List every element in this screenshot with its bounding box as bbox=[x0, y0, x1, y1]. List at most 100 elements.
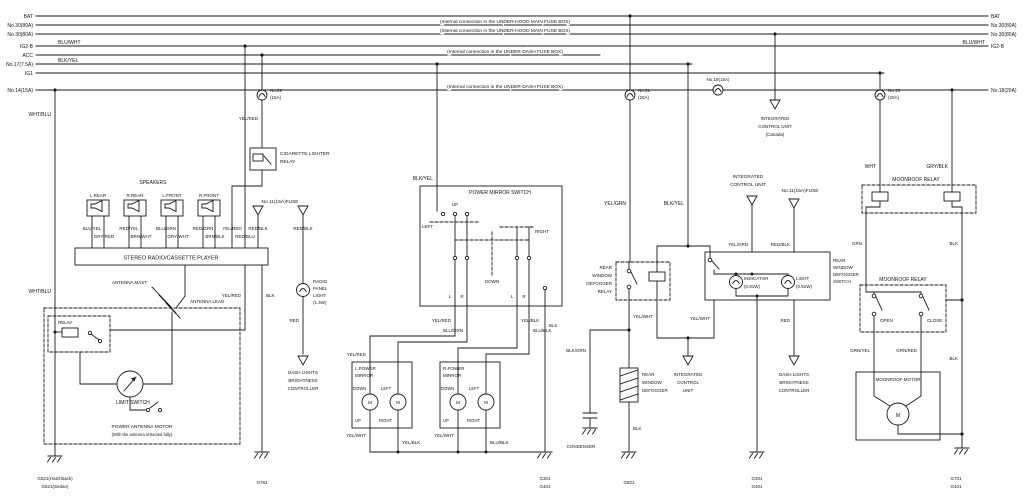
power-antenna-note: (With the antenna retracted fully) bbox=[112, 432, 173, 437]
wire-label-blk-yel-def: BLK/YEL bbox=[664, 201, 685, 207]
fuse-no18-icon bbox=[712, 84, 724, 96]
power-antenna-assembly-box bbox=[43, 307, 241, 445]
switch-left-label: LEFT bbox=[422, 224, 433, 229]
annotation-underhood-1: (Internal connection in the UNDER-HOOD M… bbox=[440, 19, 570, 25]
moonroof-relay1-label: MOONROOF RELAY bbox=[892, 177, 940, 183]
connector-triangle-icon-3 bbox=[746, 195, 758, 206]
wire-label-grn-yel: GRN/YEL bbox=[850, 348, 870, 353]
ground-icon-g301-mirror bbox=[537, 451, 553, 459]
ground-label-g521: G521(Hatchback) bbox=[37, 476, 73, 481]
bus-label-ig2b-right: IG2-B bbox=[991, 44, 1005, 50]
wire-label-blk-yel-bus: BLK/YEL bbox=[58, 58, 79, 64]
annotation-underdash-2: (Internal connection in the UNDER-DASH F… bbox=[447, 84, 563, 90]
annotation-underdash-1: (Internal connection in the UNDER-DASH F… bbox=[447, 49, 563, 55]
defogger-label-2: WINDOW bbox=[642, 380, 662, 385]
fuse-no11-right-label: No.11(15A)FUSE bbox=[782, 188, 819, 194]
l-power-mirror-label-2: MIRROR bbox=[355, 373, 374, 378]
wire-label-blk-mirror: BLK bbox=[549, 323, 558, 328]
defogger-relay-label-1: REAR bbox=[599, 265, 612, 270]
r-mirror-right: RIGHT bbox=[467, 418, 480, 423]
speaker-wires bbox=[91, 215, 216, 249]
connector-triangle-icon-1 bbox=[252, 205, 264, 216]
cigarette-lighter-relay-label-2: RELAY bbox=[280, 159, 296, 165]
bus-label-bat-left: BAT bbox=[24, 14, 33, 20]
icu-mid-label-2: CONTROL bbox=[677, 380, 699, 385]
l-power-mirror-box bbox=[351, 361, 413, 429]
r-mirror-up: UP bbox=[443, 418, 449, 423]
wire-label-yel-red-1: YEL/RED bbox=[239, 116, 259, 121]
speaker-l-rear bbox=[86, 199, 110, 217]
connector-triangle-icon-4 bbox=[788, 198, 800, 209]
speaker-name-l-front: L.FRONT bbox=[162, 193, 182, 198]
light-label: LIGHT bbox=[796, 276, 810, 281]
ground-label-g821: G821 bbox=[623, 480, 635, 485]
wire-label-blk-grn: BLK/GRN bbox=[566, 348, 586, 353]
defogger-switch-section: INTEGRATED CONTROL UNIT (Canada) INTEGRA… bbox=[687, 33, 860, 489]
contact-r2: R bbox=[522, 294, 526, 299]
speaker-name-r-front: R.FRONT bbox=[199, 193, 219, 198]
wire-label-spk2: GRY/RED bbox=[94, 234, 115, 239]
ground-label-g401-3: G401 bbox=[950, 484, 962, 489]
icu-canada-label-1: INTEGRATED bbox=[761, 116, 790, 121]
motor-m-1: M bbox=[368, 400, 372, 405]
wire-label-spk6: GRY/WHT bbox=[167, 234, 188, 239]
fuse-no22-icon bbox=[256, 89, 268, 101]
wire-label-wht-blu-2: WHT/BLU bbox=[29, 289, 52, 295]
fuse-no31-label: No.31 bbox=[638, 88, 651, 93]
bus-labels-left: BAT No.30(80A) No.30(80A) IG2-B ACC No.1… bbox=[6, 14, 80, 94]
ground-label-g761: G761 bbox=[256, 480, 268, 485]
fuse-no31-icon bbox=[624, 89, 636, 101]
antenna-relay-label: RELAY bbox=[58, 320, 72, 325]
stereo-box bbox=[74, 247, 269, 266]
fuse-no15-rating: (20A) bbox=[888, 95, 900, 100]
dlbc1-label-2: BRIGHTNESS bbox=[288, 378, 317, 383]
wire-label-yel-red-2: YEL/RED bbox=[222, 226, 242, 231]
indicator-label: INDICATOR bbox=[744, 276, 769, 281]
l-power-mirror-label-1: L.POWER bbox=[355, 366, 377, 371]
wire-label-yel-wht-m2: YEL/WHT bbox=[434, 433, 454, 438]
ground-label-g301-2: G301 bbox=[751, 476, 763, 481]
power-antenna-motor-label: POWER ANTENNA MOTOR bbox=[112, 424, 173, 430]
r-power-mirror-box bbox=[439, 361, 501, 429]
antenna-relay-box bbox=[47, 315, 111, 353]
dlbc2-label-3: CONTROLLER bbox=[779, 388, 811, 393]
dlbc-triangle-icon-2 bbox=[788, 355, 800, 366]
indicator-bulb-icon bbox=[729, 275, 743, 289]
ground-label-g621: G621(Sedan) bbox=[41, 484, 69, 489]
defogger-switch-box bbox=[704, 251, 831, 301]
wire-label-yel-grn-2: YEL/GRN bbox=[728, 242, 748, 247]
r-mirror-left: LEFT bbox=[469, 386, 480, 391]
wire-label-yel-wht-1: YEL/WHT bbox=[633, 314, 653, 319]
wire-label-blu-wht-bus: BLU/WHT bbox=[58, 40, 81, 46]
fuse-no22-label: No.22 bbox=[270, 88, 283, 93]
motor-m-2: M bbox=[396, 400, 400, 405]
speakers-title: SPEAKERS bbox=[140, 180, 168, 186]
ground-icon-g821 bbox=[621, 451, 637, 459]
ground-icon-condenser bbox=[582, 427, 598, 435]
bus-label-no18-right: No.18(20A) bbox=[991, 88, 1017, 94]
moonroof-motor-box bbox=[855, 371, 941, 441]
bus-label-bat-right: BAT bbox=[991, 14, 1000, 20]
wire-label-yel-red-m2: YEL/RED bbox=[347, 352, 367, 357]
wire-label-yel-blk-m: YEL/BLK bbox=[402, 440, 420, 445]
light-rating: (0.91W) bbox=[796, 284, 813, 289]
ground-icon-g521 bbox=[47, 455, 63, 463]
l-mirror-right: RIGHT bbox=[379, 418, 392, 423]
wire-label-red-blk-2: RED/BLK bbox=[293, 226, 312, 231]
wire-label-spk8: BRN/BLK bbox=[205, 234, 224, 239]
moonroof-relay2-box bbox=[859, 284, 947, 333]
wire-label-spk1: BLU/YEL bbox=[83, 226, 102, 231]
bus-label-ig2b-left: IG2-B bbox=[20, 44, 34, 50]
icu-top-label-1: INTEGRATED bbox=[733, 174, 764, 180]
switch-up-label: UP bbox=[452, 202, 458, 207]
defogger-relay-label-4: RELAY bbox=[598, 289, 612, 294]
ground-label-g401-2: G401 bbox=[751, 484, 763, 489]
wire-label-blk-mr2: BLK bbox=[949, 356, 958, 361]
wire-label-blk-mr1: BLK bbox=[949, 241, 958, 246]
wire-label-yel-wht-2: YEL/WHT bbox=[690, 316, 710, 321]
l-mirror-up: UP bbox=[355, 418, 361, 423]
wire-label-red-2: RED bbox=[780, 318, 790, 323]
bus-label-no30b-right: No.30(80A) bbox=[991, 32, 1017, 38]
